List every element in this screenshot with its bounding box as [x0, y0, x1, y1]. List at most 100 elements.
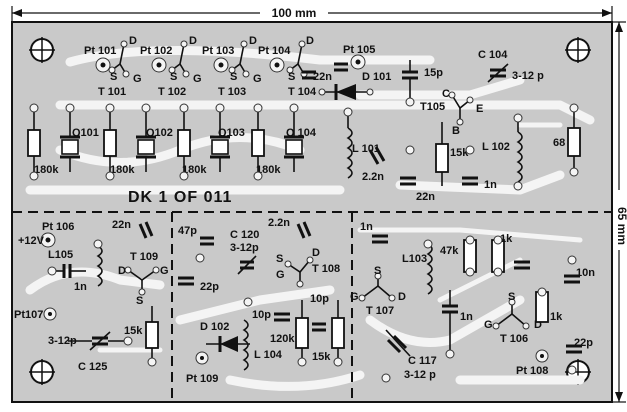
cap-1n-top-label: 1n [484, 179, 497, 191]
solder-pads [29, 97, 579, 383]
t107-label: T 107 [366, 305, 394, 317]
t102-s-label: S [170, 71, 177, 83]
capacitor-15p [402, 60, 418, 102]
res-15k-bl-label: 15k [124, 325, 143, 337]
t103-label: T 103 [218, 86, 246, 98]
transistor-t103 [228, 40, 250, 78]
inductor-l105 [96, 245, 103, 287]
pt103-label: Pt 103 [202, 45, 234, 57]
pt106-label: Pt 106 [42, 221, 74, 233]
d101-label: D 101 [362, 71, 391, 83]
supply-label: +12V [18, 235, 45, 247]
c104-value-label: 3-12 p [512, 70, 544, 82]
cap-22n-mid-label: 22n [416, 191, 435, 203]
q104-label: Q 104 [286, 127, 317, 139]
c125-label: C 125 [78, 361, 107, 373]
capacitor-1n-br1 [372, 234, 388, 244]
pt108-label: Pt 108 [516, 365, 548, 377]
capacitor-22n-top [302, 70, 316, 80]
trimmer-br [514, 260, 530, 270]
top-section: Pt 101 Pt 102 Pt 103 Pt 104 Pt 105 D S G… [27, 35, 581, 206]
t109-d-label: D [118, 265, 126, 277]
t101-s-label: S [110, 71, 117, 83]
t102-d-label: D [189, 35, 197, 47]
crystal-q103 [210, 108, 230, 172]
c120-label: C 120 [230, 229, 259, 241]
d102-label: D 102 [200, 321, 229, 333]
bottom-left-section: Pt 106 +12V 22n L105 1n T 109 D G S Pt10… [14, 219, 169, 373]
c104-label: C 104 [478, 49, 508, 61]
trimmer-c104 [487, 63, 509, 83]
capacitor-10n [564, 274, 580, 284]
cap-22n-top-label: 22n [313, 71, 332, 83]
res-180k-4-label: 180k [256, 164, 281, 176]
t105-c-label: C [442, 88, 450, 100]
res-15k-mid-label: 15k [312, 351, 331, 363]
capacitor-2-2n-mid [296, 221, 312, 239]
t108-s-label: S [276, 253, 283, 265]
diode-d102 [206, 336, 250, 352]
capacitor-1n-top [462, 176, 478, 186]
cap-2-2n-mid-label: 2.2n [268, 217, 290, 229]
t101-d-label: D [129, 35, 137, 47]
c120-value-label: 3-12p [230, 242, 259, 254]
q103-label: Q103 [218, 127, 245, 139]
t103-s-label: S [230, 71, 237, 83]
capacitor-2-2n-top [368, 146, 386, 165]
test-point-row [95, 54, 366, 73]
width-label: 100 mm [272, 6, 317, 20]
inductor-l104 [242, 319, 249, 371]
resistor-120k [295, 300, 309, 362]
capacitor-22p-mid [178, 276, 194, 286]
c117-value-label: 3-12 p [404, 369, 436, 381]
crystal-q104 [284, 108, 304, 172]
l101-label: L 101 [352, 143, 380, 155]
transistor-t109 [124, 266, 160, 296]
t105-label: T105 [420, 101, 445, 113]
t108-d-label: D [312, 247, 320, 259]
trimmer-c120 [237, 255, 257, 275]
cap-1n-br2-label: 1n [460, 311, 473, 323]
t108-g-label: G [276, 269, 285, 281]
t103-d-label: D [249, 35, 257, 47]
bottom-mid-section: 47p C 120 3-12p 2.2n 22p D T 108 S G [178, 217, 345, 385]
cap-15p-label: 15p [424, 67, 443, 79]
cap-22p-mid-label: 22p [200, 281, 219, 293]
t102-label: T 102 [158, 86, 186, 98]
capacitor-22p-br [566, 344, 582, 354]
t109-label: T 109 [130, 251, 158, 263]
height-label: 65 mm [615, 207, 627, 245]
t109-g-label: G [160, 265, 169, 277]
transistor-t106 [492, 298, 530, 330]
transistor-t107 [358, 272, 396, 302]
cap-1n-br1-label: 1n [360, 221, 373, 233]
capacitor-pt105 [334, 62, 348, 72]
l103-label: L103 [402, 253, 427, 265]
t106-label: T 106 [500, 333, 528, 345]
res-180k-1-label: 180k [34, 164, 59, 176]
t107-g-label: G [350, 291, 359, 303]
t109-s-label: S [136, 295, 143, 307]
capacitor-47p [200, 236, 214, 246]
t107-s-label: S [374, 265, 381, 277]
capacitor-22n-bl [138, 221, 154, 239]
c125-value-label: 3-12p [48, 335, 77, 347]
section-dividers [12, 211, 612, 402]
t106-s-label: S [508, 291, 515, 303]
t101-label: T 101 [98, 86, 126, 98]
t106-g-label: G [484, 319, 493, 331]
l102-label: L 102 [482, 141, 510, 153]
inductor-l103 [426, 243, 433, 295]
t104-label: T 104 [288, 86, 317, 98]
pt107-label: Pt107 [14, 309, 43, 321]
resistor-15k-mid [331, 300, 345, 362]
q102-label: Q102 [146, 127, 173, 139]
t105-b-label: B [452, 125, 460, 137]
resistor-15k-bl [145, 306, 159, 362]
cap-22n-bl-label: 22n [112, 219, 131, 231]
res-180k-2-label: 180k [110, 164, 135, 176]
resistor-47k [463, 239, 477, 273]
capacitor-22n-mid [400, 176, 416, 186]
c117-label: C 117 [408, 355, 437, 367]
t102-g-label: G [193, 73, 202, 85]
